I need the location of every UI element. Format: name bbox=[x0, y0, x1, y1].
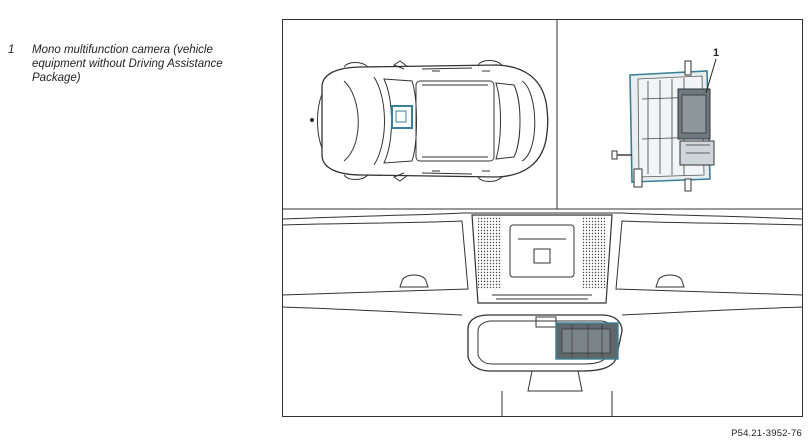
figure-frame bbox=[282, 19, 803, 417]
callout-leader-line bbox=[705, 58, 717, 94]
figure-code: P54.21-3952-76 bbox=[731, 428, 802, 439]
technical-figure: 1 bbox=[282, 19, 803, 417]
legend-item: 1 Mono multifunction camera (vehicle equ… bbox=[8, 43, 258, 85]
legend-list: 1 Mono multifunction camera (vehicle equ… bbox=[8, 43, 258, 85]
car-top-view-icon bbox=[309, 60, 549, 182]
legend-item-number: 1 bbox=[8, 44, 15, 56]
camera-location-marker bbox=[391, 105, 413, 129]
legend-item-text: Mono multifunction camera (vehicle equip… bbox=[32, 44, 223, 84]
speaker-grille-left bbox=[478, 217, 502, 289]
camera-module-icon bbox=[611, 60, 715, 192]
figure-svg: 1 bbox=[282, 19, 803, 417]
callout-number: 1 bbox=[713, 47, 719, 59]
speaker-grille-right bbox=[582, 217, 606, 289]
camera-module-mirror-icon bbox=[555, 322, 619, 360]
